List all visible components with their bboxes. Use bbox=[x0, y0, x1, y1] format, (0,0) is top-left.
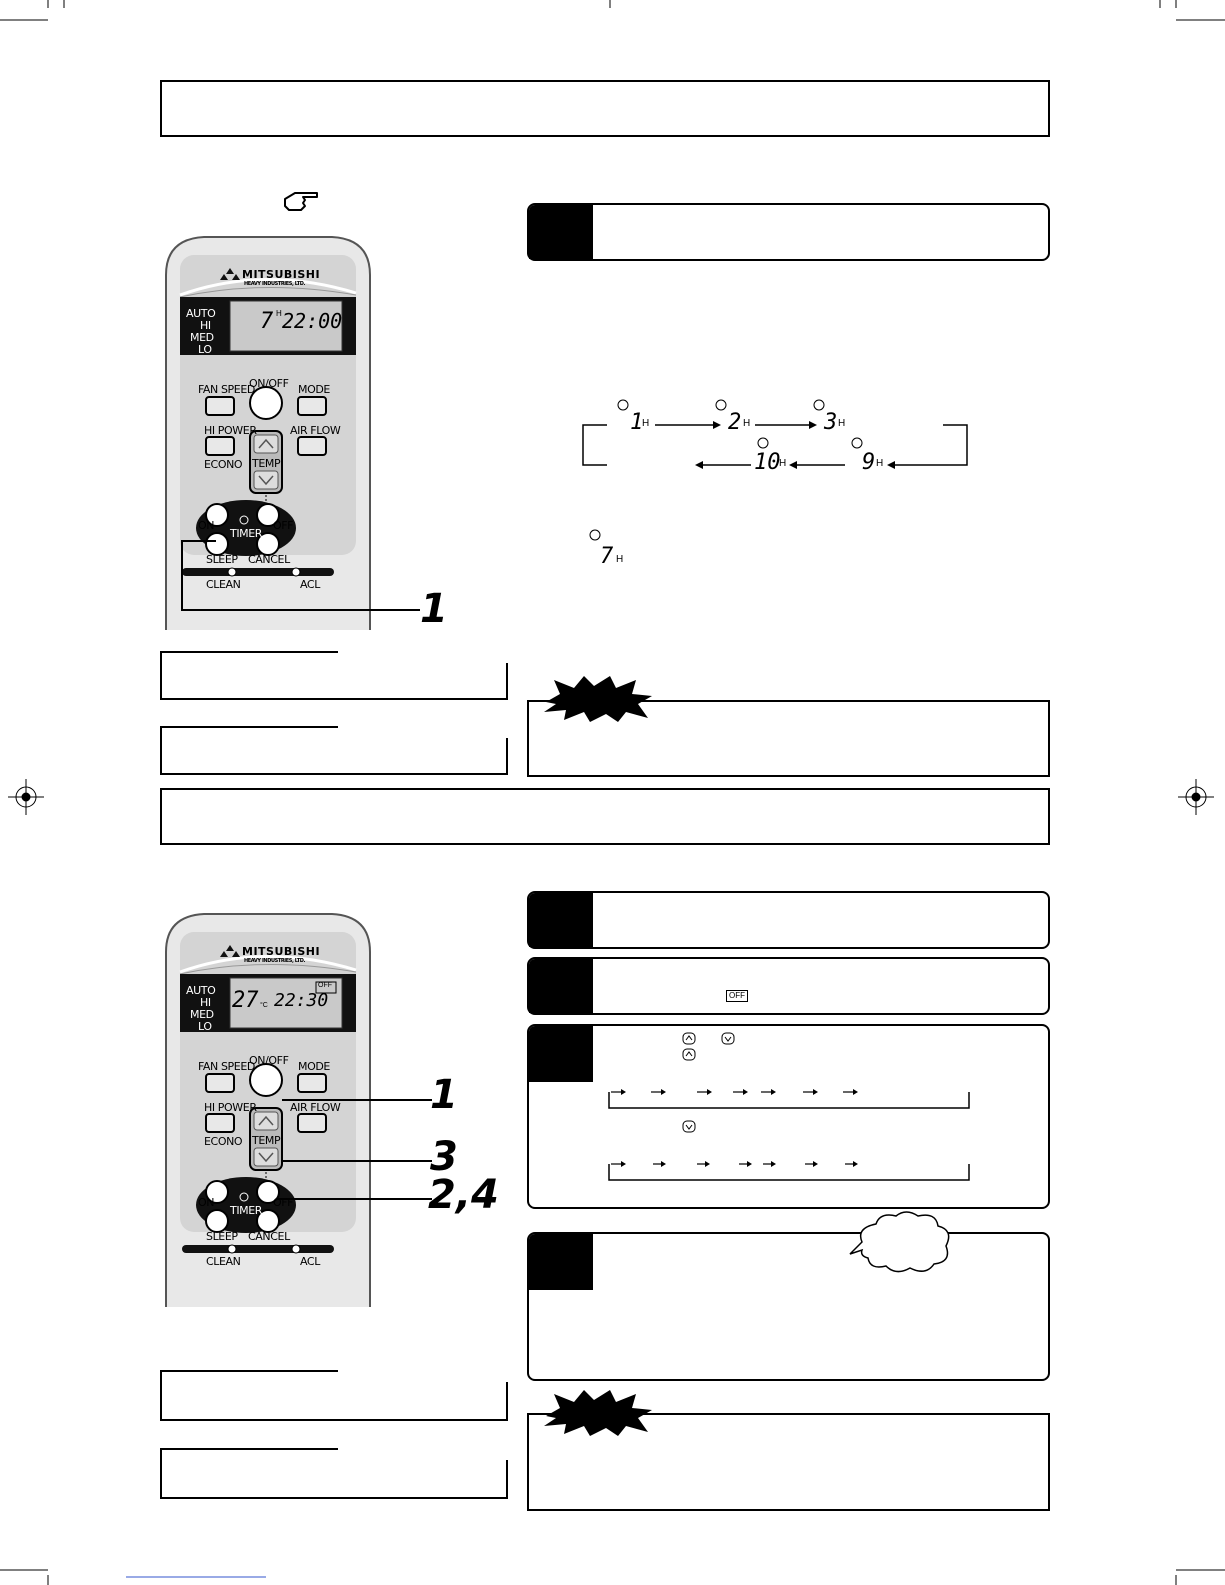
fan-mode-hi: HI bbox=[200, 996, 211, 1009]
speech-cloud-icon bbox=[849, 1211, 950, 1273]
step-number-block bbox=[529, 959, 593, 1013]
fan-mode-lo: LO bbox=[198, 1020, 212, 1033]
starburst-note-icon bbox=[544, 676, 652, 722]
step-number-block bbox=[529, 1026, 593, 1082]
callout-number-1: 1 bbox=[430, 1072, 458, 1118]
brand-logo: MITSUBISHI bbox=[242, 945, 321, 958]
clean-label: CLEAN bbox=[206, 1255, 241, 1268]
sleep-example-unit: H bbox=[616, 554, 624, 565]
sleep-cycle-10h-value: 10 bbox=[754, 450, 781, 475]
down-arrow-button-icon bbox=[682, 1032, 735, 1133]
temp-label: TEMP bbox=[252, 457, 281, 470]
lcd-off-badge: OFF bbox=[318, 982, 332, 989]
lcd-temperature-unit: °C bbox=[260, 1002, 268, 1009]
mode-label: MODE bbox=[298, 1060, 330, 1073]
sleep-cycle-1h-unit: H bbox=[642, 418, 650, 429]
pointing-hand-icon bbox=[284, 192, 318, 211]
callout-number-3: 3 bbox=[430, 1134, 458, 1180]
mode-label: MODE bbox=[298, 383, 330, 396]
fan-mode-hi: HI bbox=[200, 319, 211, 332]
cancel-label: CANCEL bbox=[248, 553, 290, 566]
lcd-hours: 7 bbox=[260, 309, 274, 334]
sleep-cycle-3h-unit: H bbox=[838, 418, 846, 429]
sleep-cycle-9h-unit: H bbox=[876, 458, 884, 469]
remote-body bbox=[165, 913, 371, 1307]
lcd-temperature: 27 bbox=[232, 988, 259, 1013]
on-off-label: ON/OFF bbox=[249, 1054, 289, 1067]
on-off-label: ON/OFF bbox=[249, 377, 289, 390]
brand-logo: MITSUBISHI bbox=[242, 268, 321, 281]
up-arrow-button-icon bbox=[682, 1032, 696, 1061]
air-flow-label: AIR FLOW bbox=[290, 1101, 341, 1114]
timer-off-label: OFF bbox=[273, 519, 294, 532]
callout-number: 1 bbox=[420, 586, 448, 632]
fan-mode-auto: AUTO bbox=[186, 307, 216, 320]
callout-lines-2 bbox=[276, 1099, 432, 1200]
timer-on-label: ON bbox=[198, 519, 215, 532]
off-badge-icon: OFF bbox=[726, 990, 748, 1002]
lcd-hours-unit: H bbox=[276, 309, 282, 318]
lcd-time: 22:00 bbox=[282, 309, 343, 333]
air-flow-label: AIR FLOW bbox=[290, 424, 341, 437]
info-box-3 bbox=[160, 1370, 508, 1421]
registration-mark-icon bbox=[1178, 779, 1214, 815]
sleep-example-value: 7 bbox=[600, 544, 614, 569]
step-number-block bbox=[529, 205, 593, 259]
step-2-box: OFF bbox=[527, 957, 1050, 1015]
timer-label: TIMER bbox=[230, 1204, 263, 1217]
sleep-label: SLEEP bbox=[206, 553, 238, 566]
fan-mode-med: MED bbox=[190, 1008, 214, 1021]
sleep-icon bbox=[589, 529, 601, 541]
brand-subtitle: HEAVY INDUSTRIES, LTD. bbox=[244, 958, 306, 964]
lcd-time: 22:30 bbox=[274, 990, 329, 1011]
callout-number-2-4: 2,4 bbox=[428, 1172, 499, 1218]
step-1-box bbox=[527, 891, 1050, 949]
sleep-cycle-diagram bbox=[582, 399, 968, 469]
fan-speed-label: FAN SPEED bbox=[198, 1060, 255, 1073]
acl-label: ACL bbox=[300, 1255, 320, 1268]
section-header-middle bbox=[160, 788, 1050, 845]
sleep-cycle-2h-unit: H bbox=[743, 418, 751, 429]
timer-label: TIMER bbox=[230, 527, 263, 540]
hi-power-label: HI POWER bbox=[204, 1101, 257, 1114]
timer-on-label: ON bbox=[198, 1196, 215, 1209]
info-box-2 bbox=[160, 726, 508, 775]
sleep-label: SLEEP bbox=[206, 1230, 238, 1243]
step-number-block bbox=[529, 893, 593, 947]
econo-label: ECONO bbox=[204, 1135, 243, 1148]
info-box-1 bbox=[160, 651, 508, 700]
clean-label: CLEAN bbox=[206, 578, 241, 591]
step-header-sleep bbox=[527, 203, 1050, 261]
sleep-icon bbox=[617, 399, 863, 449]
callout-line-1 bbox=[181, 540, 420, 611]
temperature-sequence-diagram bbox=[608, 1032, 970, 1181]
fan-mode-med: MED bbox=[190, 331, 214, 344]
info-box-4 bbox=[160, 1448, 508, 1499]
registration-mark-icon bbox=[8, 779, 44, 815]
fan-mode-lo: LO bbox=[198, 343, 212, 356]
fan-mode-auto: AUTO bbox=[186, 984, 216, 997]
econo-label: ECONO bbox=[204, 458, 243, 471]
sleep-cycle-1h-value: 1 bbox=[630, 410, 644, 435]
remote-body bbox=[165, 236, 371, 630]
step-number-block bbox=[529, 1234, 593, 1290]
sleep-cycle-10h-unit: H bbox=[779, 458, 787, 469]
remote-control-sleep: MITSUBISHI HEAVY INDUSTRIES, LTD. AUTO H… bbox=[164, 235, 374, 630]
step-3-box bbox=[527, 1024, 1050, 1209]
step-4-box bbox=[527, 1232, 1050, 1381]
sleep-cycle-3h-value: 3 bbox=[824, 410, 838, 435]
sleep-cycle-2h-value: 2 bbox=[728, 410, 742, 435]
cancel-label: CANCEL bbox=[248, 1230, 290, 1243]
sleep-cycle-9h-value: 9 bbox=[862, 450, 876, 475]
section-header-top bbox=[160, 80, 1050, 137]
hi-power-label: HI POWER bbox=[204, 424, 257, 437]
brand-subtitle: HEAVY INDUSTRIES, LTD. bbox=[244, 281, 306, 287]
temp-label: TEMP bbox=[252, 1134, 281, 1147]
starburst-note-icon bbox=[544, 1390, 652, 1436]
fan-speed-label: FAN SPEED bbox=[198, 383, 255, 396]
acl-label: ACL bbox=[300, 578, 320, 591]
remote-control-off-timer: MITSUBISHI HEAVY INDUSTRIES, LTD. AUTO H… bbox=[164, 912, 374, 1307]
